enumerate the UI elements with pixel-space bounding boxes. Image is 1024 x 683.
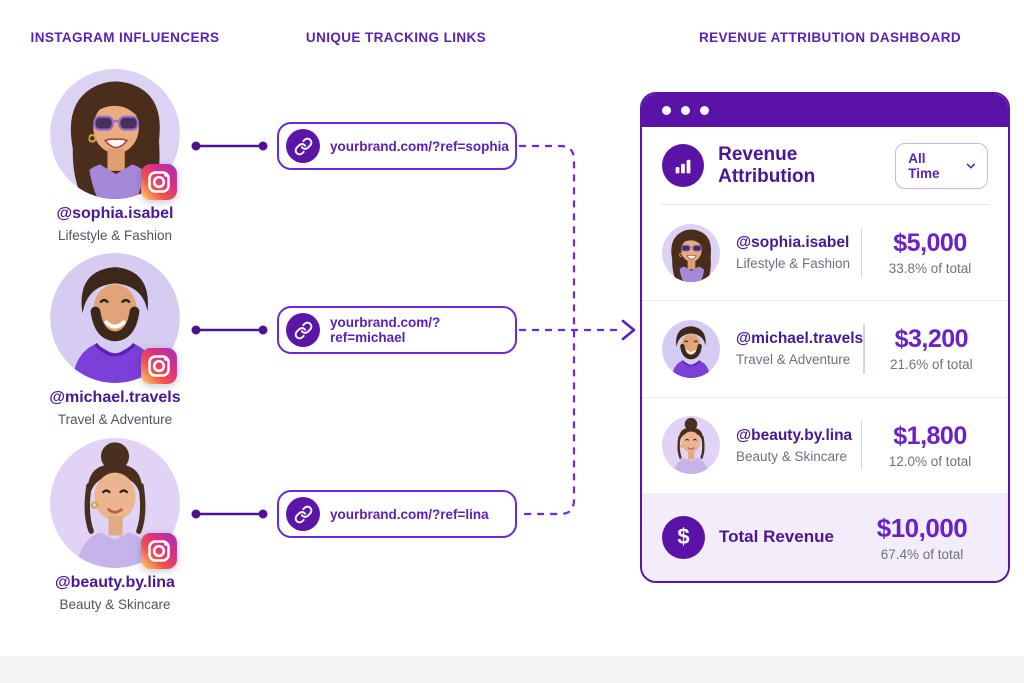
row-amount: $3,200 [894,325,969,354]
chevron-down-icon [966,163,976,168]
influencer-niche: Travel & Adventure [57,412,173,427]
attribution-row-michael: @michael.travels Travel & Adventure $3,2… [642,300,1008,396]
row-handle: @michael.travels [736,330,864,348]
window-dot-icon [681,106,690,115]
avatar-sophia [662,224,720,282]
avatar-lina [662,416,720,474]
instagram-icon [140,163,178,201]
row-niche: Travel & Adventure [736,352,851,368]
attribution-row-lina: @beauty.by.lina Beauty & Skincare $1,800… [642,396,1008,493]
attribution-rows: @sophia.isabel Lifestyle & Fashion $5,00… [642,205,1008,493]
tracking-link-lina[interactable]: yourbrand.com/?ref=lina [277,490,517,538]
total-revenue-label: Total Revenue [719,527,834,546]
header-divider [662,204,988,205]
time-filter-dropdown[interactable]: All Time [895,142,988,189]
influencer-card-michael: @michael.travels Travel & Adventure [0,253,230,443]
influencer-handle: @michael.travels [49,389,181,406]
tracking-link-url: yourbrand.com/?ref=lina [330,506,489,522]
instagram-icon [140,532,178,570]
row-share: 12.0% of total [888,453,972,469]
row-handle: @beauty.by.lina [736,426,853,444]
link-icon [286,497,320,531]
influencer-card-sophia: @sophia.isabel Lifestyle & Fashion [0,69,230,259]
window-dot-icon [662,106,671,115]
tracking-link-url: yourbrand.com/?ref=sophia [330,138,509,154]
attribution-row-sophia: @sophia.isabel Lifestyle & Fashion $5,00… [642,205,1008,300]
row-handle: @sophia.isabel [736,234,850,252]
window-dot-icon [700,106,709,115]
bottom-strip [0,656,1024,683]
row-divider [860,420,862,471]
influencer-handle: @sophia.isabel [56,205,174,222]
influencer-card-lina: @beauty.by.lina Beauty & Skincare [0,438,230,628]
arrow-right-icon [621,319,636,341]
row-share: 33.8% of total [888,261,972,277]
panel-header: Revenue Attribution All Time [642,127,1008,204]
row-amount: $5,000 [893,229,967,258]
row-niche: Beauty & Skincare [736,448,848,464]
dashed-merge-path [519,144,576,516]
tracking-link-url: yourbrand.com/?ref=michael [330,315,441,345]
revenue-attribution-panel: Revenue Attribution All Time @sophia.isa… [640,92,1010,583]
tracking-link-michael[interactable]: yourbrand.com/?ref=michael [277,306,517,354]
avatar-michael [662,320,720,378]
row-divider [860,227,862,278]
influencer-niche: Beauty & Skincare [59,597,171,612]
panel-title: Revenue Attribution [718,143,816,187]
bar-chart-icon [662,144,705,187]
link-icon [286,129,320,163]
row-share: 21.6% of total [890,357,973,373]
total-share: 67.4% of total [880,546,964,562]
links-column-header: UNIQUE TRACKING LINKS [305,30,487,45]
row-niche: Lifestyle & Fashion [736,256,851,272]
row-amount: $1,800 [893,421,967,450]
influencer-niche: Lifestyle & Fashion [57,228,173,243]
time-filter-value: All Time [908,150,940,181]
row-divider [863,323,865,374]
influencer-handle: @beauty.by.lina [55,574,175,591]
influencers-column-header: INSTAGRAM INFLUENCERS [30,30,220,45]
total-amount: $10,000 [876,512,968,543]
dashboard-column-header: REVENUE ATTRIBUTION DASHBOARD [698,30,962,45]
tracking-link-sophia[interactable]: yourbrand.com/?ref=sophia [277,122,517,170]
total-revenue-footer: $ Total Revenue $10,000 67.4% of total [642,493,1008,581]
link-icon [286,313,320,347]
dollar-icon: $ [662,515,705,559]
window-titlebar [642,94,1008,127]
instagram-icon [140,347,178,385]
